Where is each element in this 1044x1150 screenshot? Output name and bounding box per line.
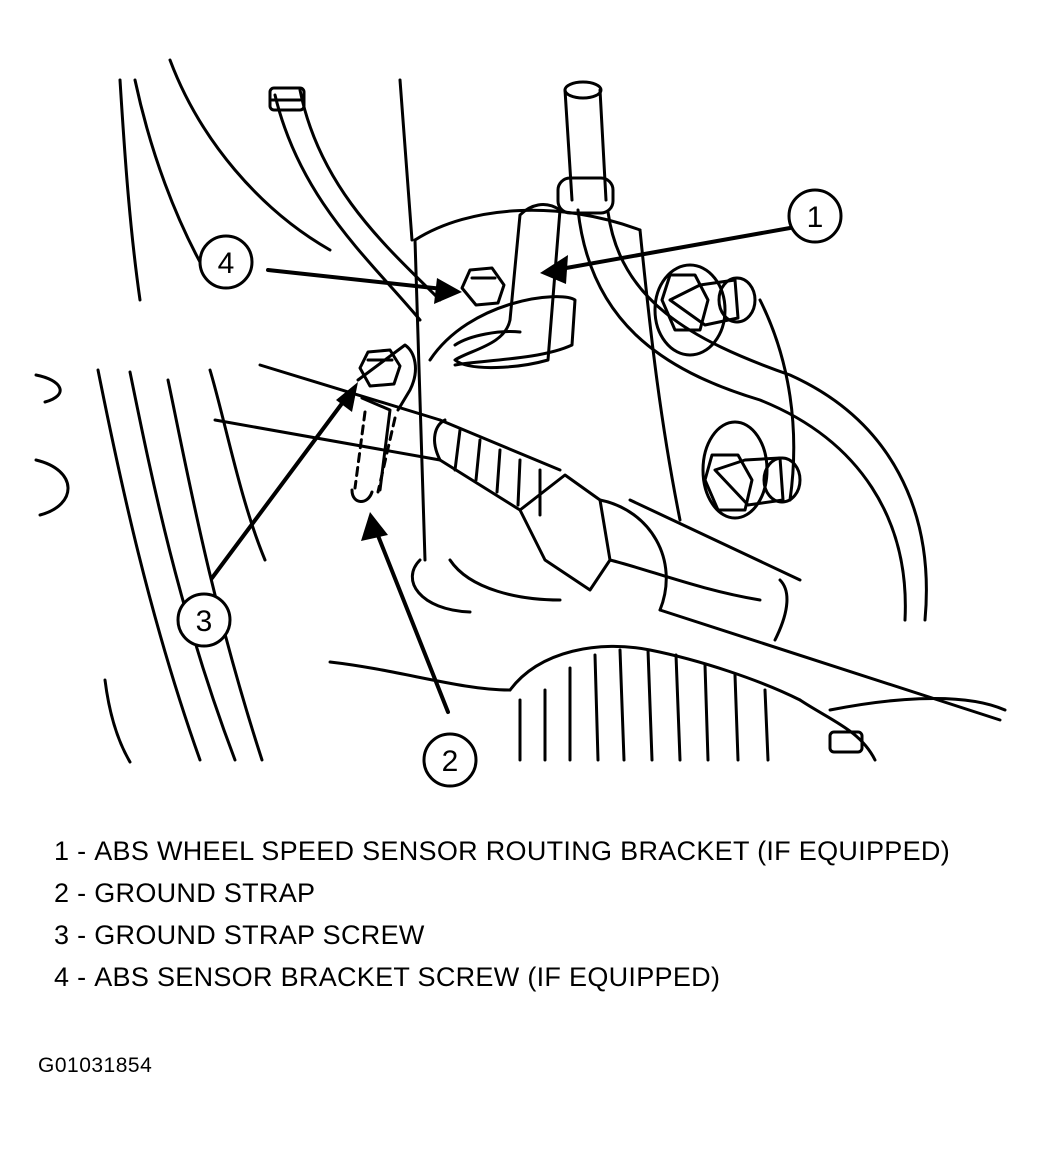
ground-strap [350,343,417,503]
callout-1: 1 [787,188,843,244]
callout-4: 4 [198,234,254,290]
callout-3: 3 [176,592,232,648]
svg-text:1: 1 [807,201,824,234]
callout-2: 2 [422,732,478,788]
svg-text:2: 2 [442,745,459,778]
legend-text: GROUND STRAP [94,878,316,908]
legend-text: ABS SENSOR BRACKET SCREW (IF EQUIPPED) [94,962,721,992]
leader-lines [210,226,792,714]
legend-text: ABS WHEEL SPEED SENSOR ROUTING BRACKET (… [94,836,950,866]
lower-stud-nut [703,453,802,512]
legend-number: 4 - [54,962,95,992]
legend: 1 - ABS WHEEL SPEED SENSOR ROUTING BRACK… [54,836,1014,1004]
legend-number: 2 - [54,878,95,908]
wheel-arcs [34,58,332,764]
svg-text:3: 3 [196,605,213,638]
svg-text:4: 4 [218,247,235,280]
brake-hose [268,86,442,322]
upper-stud-nut [660,273,757,332]
legend-number: 3 - [54,920,95,950]
legend-item-3: 3 - GROUND STRAP SCREW [54,920,1014,950]
legend-item-2: 2 - GROUND STRAP [54,878,1014,908]
figure-id: G01031854 [38,1054,153,1077]
arrowheads [336,255,568,541]
strut-body [398,78,796,614]
drive-shaft [213,363,1002,722]
legend-item-1: 1 - ABS WHEEL SPEED SENSOR ROUTING BRACK… [54,836,1014,866]
legend-number: 1 - [54,836,95,866]
legend-text: GROUND STRAP SCREW [94,920,425,950]
legend-item-4: 4 - ABS SENSOR BRACKET SCREW (IF EQUIPPE… [54,962,1014,992]
ground-strap-screw [358,348,402,388]
knuckle-plate [428,263,769,520]
bracket-screw [460,266,506,307]
abs-sensor-lead [453,80,928,622]
boot-and-arm [328,644,1007,762]
suspension-line-drawing: 1 4 3 2 [34,58,1007,788]
